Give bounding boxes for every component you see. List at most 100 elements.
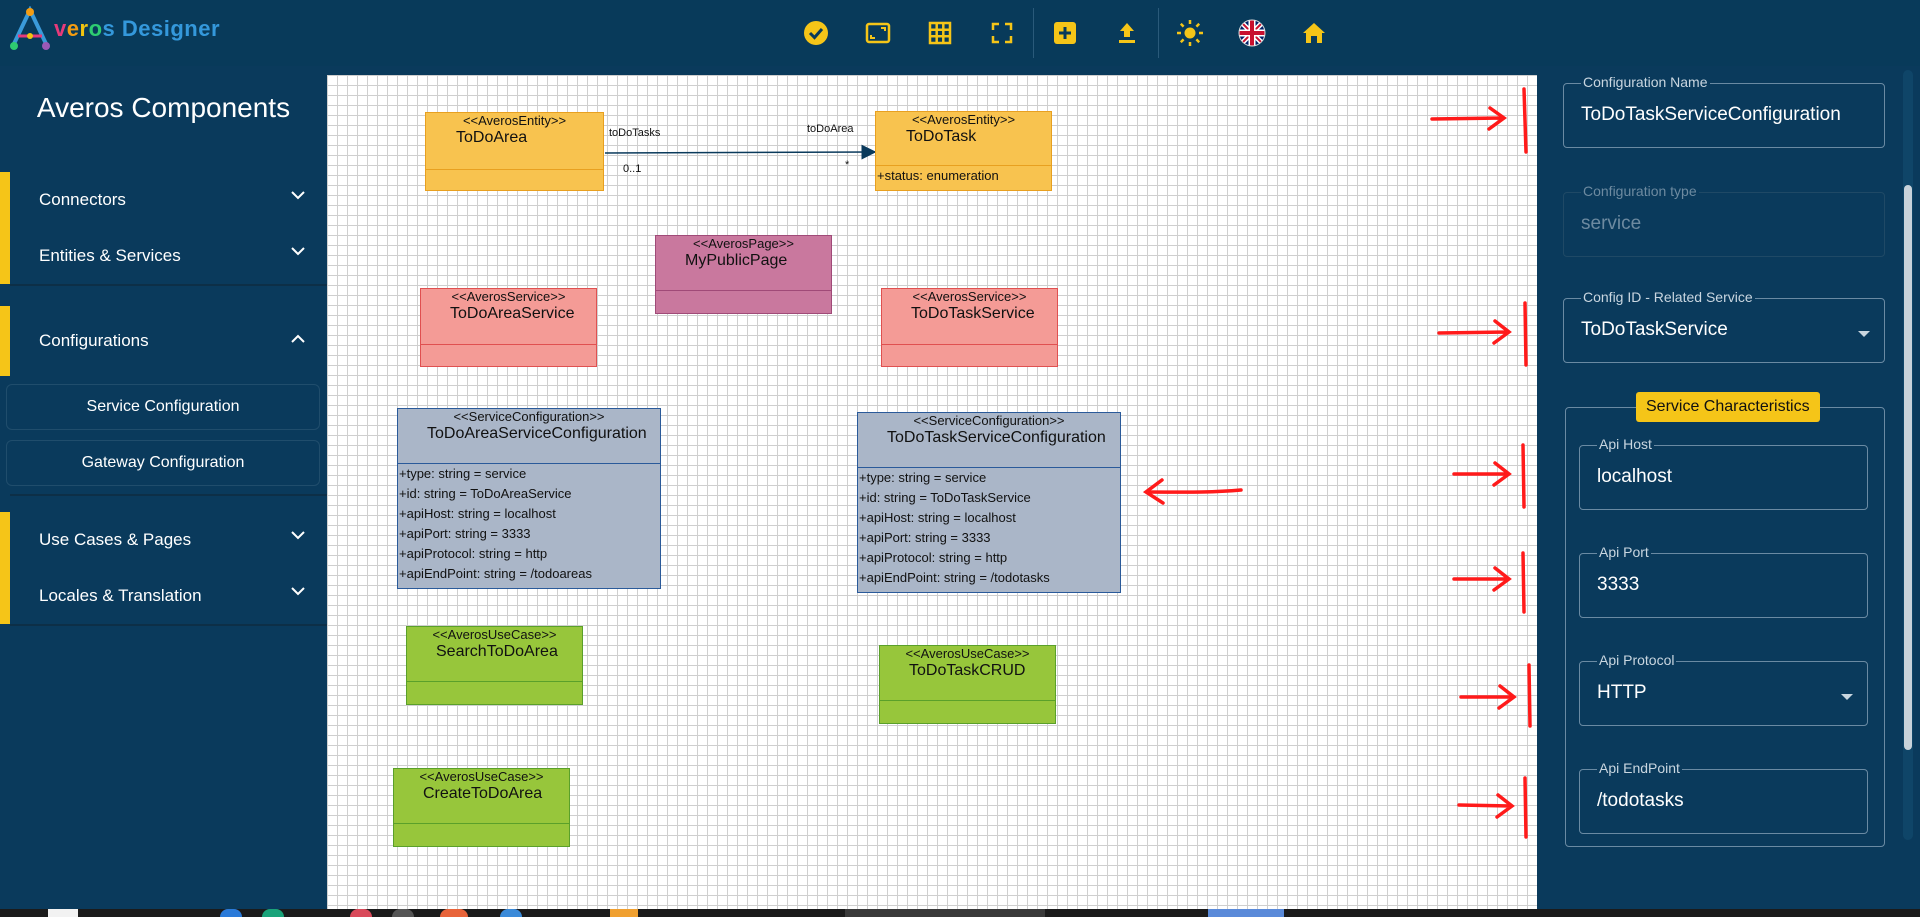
taskbar-item[interactable] xyxy=(220,909,242,917)
uml-config-todoareaserviceconfiguration[interactable]: <<ServiceConfiguration>> ToDoAreaService… xyxy=(397,408,661,589)
home-icon xyxy=(1303,23,1325,43)
upload-button[interactable] xyxy=(1096,0,1158,66)
panel-scrollbar-thumb[interactable] xyxy=(1904,185,1912,750)
brightness-icon xyxy=(1177,20,1203,46)
dropdown-arrow-icon xyxy=(1858,331,1870,337)
taskbar-item[interactable] xyxy=(610,909,638,917)
uml-usecase-todotaskcrud[interactable]: <<AverosUseCase>> ToDoTaskCRUD xyxy=(879,645,1056,724)
sidebar-item-locales-translation[interactable]: Locales & Translation xyxy=(0,568,327,624)
home-button[interactable] xyxy=(1283,0,1345,66)
red-arrow-icon xyxy=(1459,684,1517,710)
taskbar-item[interactable] xyxy=(392,909,414,917)
averos-logo[interactable]: veros Designer xyxy=(8,4,220,54)
taskbar-item[interactable] xyxy=(350,909,372,917)
app-header: veros Designer xyxy=(0,0,1920,66)
sidebar-item-configurations[interactable]: Configurations xyxy=(0,306,327,376)
fit-view-button[interactable] xyxy=(847,0,909,66)
red-arrow-icon xyxy=(1142,478,1165,505)
language-button[interactable] xyxy=(1221,0,1283,66)
api-endpoint-field[interactable]: Api EndPoint /todotasks xyxy=(1579,760,1868,834)
sidebar-divider xyxy=(10,624,327,626)
configuration-type-field: Configuration type service xyxy=(1563,183,1885,257)
grid-icon xyxy=(928,21,952,45)
uml-service-todotaskservice[interactable]: <<AverosService>> ToDoTaskService xyxy=(881,288,1058,367)
config-attributes: +type: string = service +id: string = To… xyxy=(859,470,1050,585)
red-bar-icon xyxy=(1521,551,1526,614)
red-bar-icon xyxy=(1522,87,1528,154)
theme-toggle-button[interactable] xyxy=(1159,0,1221,66)
assoc-mult-left: 0..1 xyxy=(623,163,642,175)
taskbar-item[interactable] xyxy=(48,909,78,917)
logo-wordmark: veros Designer xyxy=(54,16,221,41)
validate-button[interactable] xyxy=(785,0,847,66)
aspect-ratio-icon xyxy=(865,22,891,44)
assoc-label-left: toDoTasks xyxy=(609,127,661,139)
red-arrow-icon xyxy=(1452,566,1512,592)
sidebar-subitem-service-configuration[interactable]: Service Configuration xyxy=(6,384,320,430)
fullscreen-button[interactable] xyxy=(971,0,1033,66)
chevron-down-icon xyxy=(291,587,305,596)
uml-page-mypublicpage[interactable]: <<AverosPage>> MyPublicPage xyxy=(655,235,832,314)
sidebar-item-label: Locales & Translation xyxy=(39,586,202,605)
uml-service-todoareaservice[interactable]: <<AverosService>> ToDoAreaService xyxy=(420,288,597,367)
check-circle-icon xyxy=(804,21,828,45)
red-arrow-icon xyxy=(1452,461,1512,487)
red-bar-icon xyxy=(1521,443,1526,509)
api-host-field[interactable]: Api Host localhost xyxy=(1579,436,1868,510)
upload-icon xyxy=(1119,23,1135,43)
taskbar-item[interactable] xyxy=(500,909,522,917)
add-component-button[interactable] xyxy=(1034,0,1096,66)
sidebar-item-label: Configurations xyxy=(39,331,149,350)
red-arrow-icon xyxy=(1145,488,1243,494)
uml-config-todotaskserviceconfiguration[interactable]: <<ServiceConfiguration>> ToDoTaskService… xyxy=(857,412,1121,593)
sidebar-item-use-cases-pages[interactable]: Use Cases & Pages xyxy=(0,512,327,568)
chevron-down-icon xyxy=(291,531,305,540)
red-arrow-icon xyxy=(1437,319,1512,345)
chevron-down-icon xyxy=(291,191,305,200)
chevron-down-icon xyxy=(291,247,305,256)
association-line xyxy=(604,144,877,160)
red-bar-icon xyxy=(1523,301,1528,367)
sidebar-item-label: Connectors xyxy=(39,190,126,209)
uk-flag-icon xyxy=(1238,19,1266,47)
taskbar-item[interactable] xyxy=(1208,909,1284,917)
uml-entity-todotask[interactable]: <<AverosEntity>> ToDoTask +status: enume… xyxy=(875,111,1052,191)
red-arrow-icon xyxy=(1457,793,1515,819)
api-port-field[interactable]: Api Port 3333 xyxy=(1579,544,1868,618)
sidebar-item-label: Entities & Services xyxy=(39,246,181,265)
sidebar-divider xyxy=(10,494,327,496)
red-bar-icon xyxy=(1523,776,1528,839)
averos-logo-icon xyxy=(10,6,50,50)
red-bar-icon xyxy=(1527,663,1532,728)
sidebar: Averos Components Connectors Entities & … xyxy=(0,66,327,917)
sidebar-item-label: Use Cases & Pages xyxy=(39,530,192,549)
taskbar-item[interactable] xyxy=(262,909,284,917)
annotation-arrows xyxy=(1142,87,1532,839)
taskbar-item[interactable] xyxy=(440,909,468,917)
uml-usecase-createtodoarea[interactable]: <<AverosUseCase>> CreateToDoArea xyxy=(393,768,570,847)
uml-usecase-searchtodoarea[interactable]: <<AverosUseCase>> SearchToDoArea xyxy=(406,626,583,705)
api-protocol-select[interactable]: Api Protocol HTTP xyxy=(1579,652,1868,726)
chevron-up-icon xyxy=(291,334,305,343)
config-id-related-service-select[interactable]: Config ID - Related Service ToDoTaskServ… xyxy=(1563,289,1885,363)
uml-entity-todoarea[interactable]: <<AverosEntity>> ToDoArea xyxy=(425,112,604,191)
toolbar-divider xyxy=(1033,8,1034,58)
sidebar-title: Averos Components xyxy=(36,92,291,123)
config-attributes: +type: string = service +id: string = To… xyxy=(399,466,592,581)
fullscreen-icon xyxy=(991,22,1013,44)
assoc-label-right: toDoArea xyxy=(807,123,854,135)
taskbar-item[interactable] xyxy=(845,909,1045,917)
toggle-grid-button[interactable] xyxy=(909,0,971,66)
sidebar-divider xyxy=(10,284,327,286)
service-characteristics-title: Service Characteristics xyxy=(1636,392,1820,422)
toolbar xyxy=(785,0,1345,66)
sidebar-item-entities-services[interactable]: Entities & Services xyxy=(0,228,327,284)
diagram-canvas[interactable]: toDoTasks 0..1 toDoArea * <<AverosEntity… xyxy=(327,75,1537,909)
dropdown-arrow-icon xyxy=(1841,694,1853,700)
red-arrow-icon xyxy=(1430,106,1507,131)
toolbar-divider xyxy=(1158,8,1159,58)
configuration-name-field[interactable]: Configuration Name ToDoTaskServiceConfig… xyxy=(1563,74,1885,148)
sidebar-subitem-gateway-configuration[interactable]: Gateway Configuration xyxy=(6,440,320,486)
sidebar-item-connectors[interactable]: Connectors xyxy=(0,172,327,228)
assoc-mult-right: * xyxy=(845,159,850,171)
